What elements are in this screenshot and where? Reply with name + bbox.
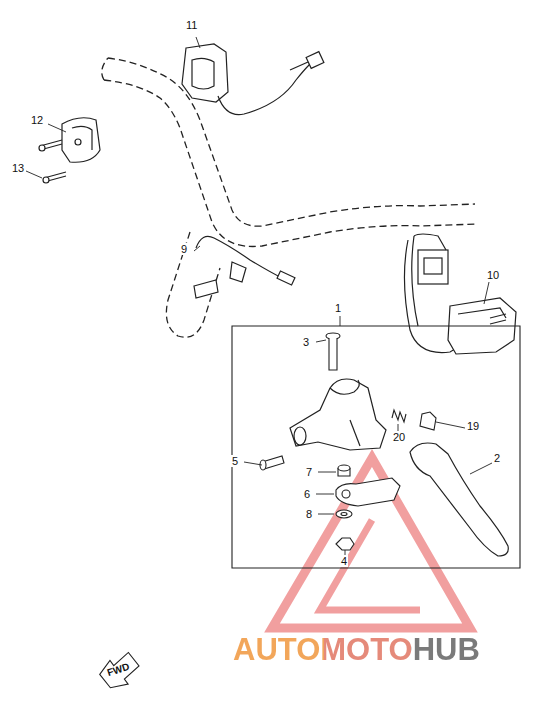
callout-number: 9 — [180, 243, 188, 255]
callout-number: 12 — [30, 114, 44, 126]
callout-number: 4 — [340, 555, 348, 567]
watermark: AUTOMOTOHUB — [232, 633, 481, 667]
callout-number: 13 — [11, 162, 25, 174]
handlebar — [102, 58, 478, 337]
assembly-frame — [232, 326, 520, 568]
callout-number: 20 — [392, 431, 406, 443]
forward-arrow — [96, 651, 143, 692]
switch-housing — [182, 44, 324, 115]
callout-number: 2 — [493, 452, 501, 464]
spring-adjuster — [392, 410, 436, 430]
callout-number: 19 — [466, 420, 480, 432]
lever-bracket — [290, 379, 386, 450]
callout-number: 10 — [486, 269, 500, 281]
callout-number: 11 — [185, 19, 198, 31]
bolt — [260, 456, 284, 470]
clutch-switch — [194, 236, 295, 298]
bolt — [326, 333, 340, 370]
leader-lines — [26, 37, 492, 555]
callout-number: 1 — [334, 302, 342, 314]
clutch-lever — [410, 443, 508, 556]
callout-number: 3 — [302, 336, 310, 348]
callout-number: 6 — [303, 488, 311, 500]
callout-number: 5 — [231, 455, 239, 467]
switch-housing — [39, 118, 100, 183]
switch-housing — [404, 234, 516, 354]
pivot-parts — [336, 465, 400, 550]
callout-number: 8 — [305, 508, 313, 520]
callout-number: 7 — [305, 466, 313, 478]
